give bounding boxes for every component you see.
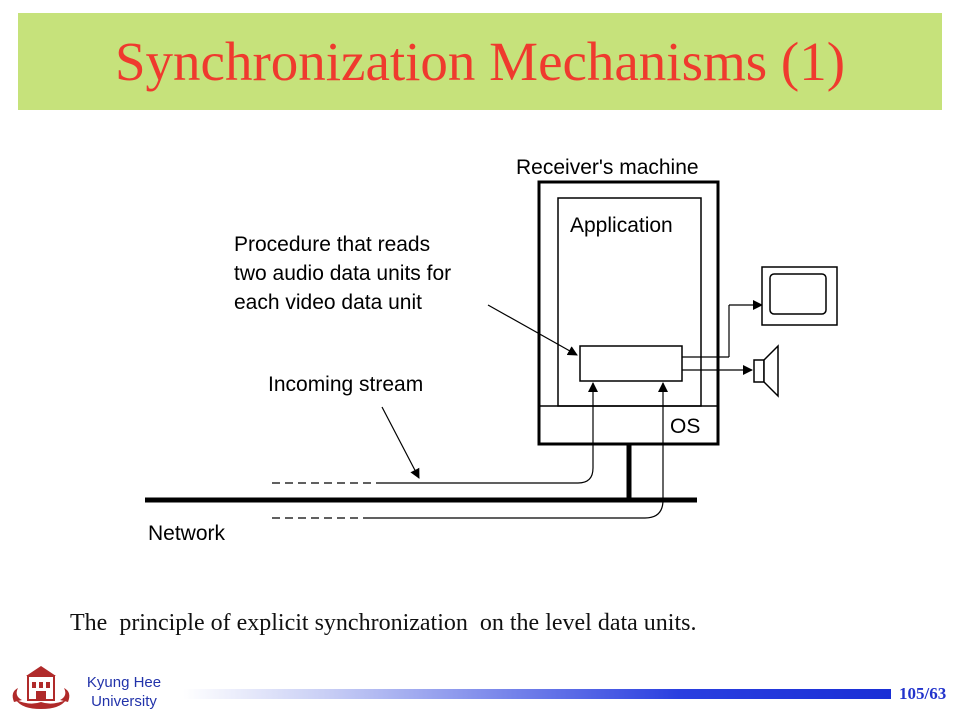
procedure-callout-arrow [487,304,578,356]
application-box [557,197,702,407]
procedure-label-line3: each video data unit [234,291,422,314]
stream-path-1 [378,382,598,484]
university-name-line1: Kyung Hee [86,674,162,691]
application-label: Application [570,214,673,237]
receiver-machine-label: Receiver's machine [516,156,699,179]
slide-title: Synchronization Mechanisms (1) [114,31,846,92]
slide-caption: The principle of explicit synchronizatio… [70,610,697,636]
title-bar: Synchronization Mechanisms (1) [18,13,942,110]
university-logo-icon [12,666,70,709]
page-number: 105/63 [899,684,947,703]
procedure-label-line2: two audio data units for [234,262,451,285]
stream-path-2 [370,382,668,519]
os-label: OS [670,415,700,438]
network-label: Network [148,522,226,545]
procedure-label-line1: Procedure that reads [234,233,430,256]
procedure-box [579,345,683,382]
footer-bar [183,689,891,699]
incoming-stream-label: Incoming stream [268,373,423,396]
speaker-icon [753,344,779,398]
monitor-icon [761,266,838,326]
incoming-callout-arrow [381,406,420,479]
university-name: Kyung Hee University [74,673,174,711]
university-name-line2: University [91,693,157,710]
